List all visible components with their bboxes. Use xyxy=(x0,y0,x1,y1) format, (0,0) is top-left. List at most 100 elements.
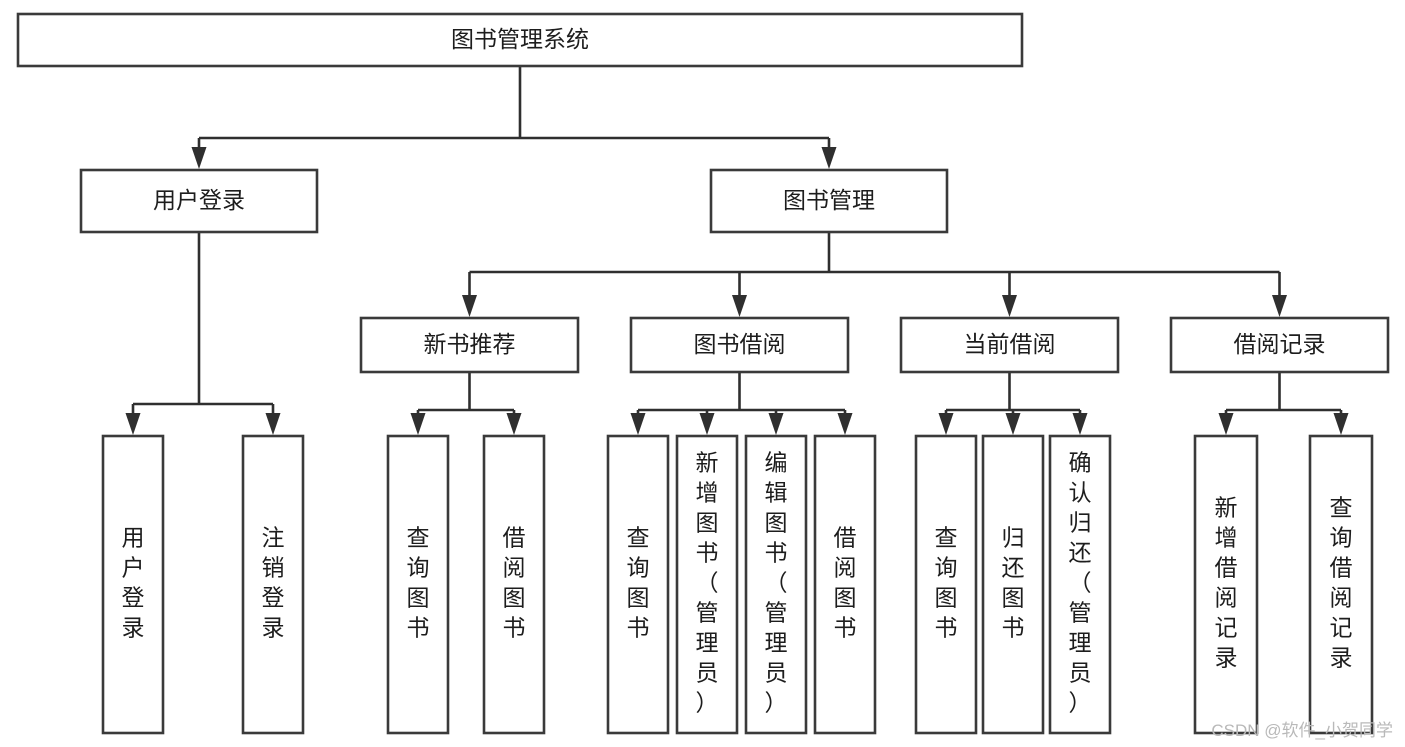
node-root[interactable]: 图书管理系统 xyxy=(16,12,1024,68)
arrow-head-icon xyxy=(1072,413,1088,435)
node-label-char: 员 xyxy=(696,660,719,686)
node-box xyxy=(899,316,1120,374)
node-label-char: 理 xyxy=(765,630,788,656)
node-label-char: 图 xyxy=(1002,585,1025,611)
node-label-char: 图 xyxy=(834,585,857,611)
node-label-char: 阅 xyxy=(834,555,857,581)
node-label-char: 查 xyxy=(935,525,958,551)
node-label-char: 书 xyxy=(627,615,650,641)
arrow-head-icon xyxy=(768,413,784,435)
node-label-char: 阅 xyxy=(503,555,526,581)
node-label-char: 借 xyxy=(1215,555,1238,581)
node-current-borrow[interactable]: 当前借阅 xyxy=(899,316,1120,374)
arrow-head-icon xyxy=(1218,413,1234,435)
node-label-char: 用 xyxy=(122,525,145,551)
node-label-char: 借 xyxy=(834,525,857,551)
node-box xyxy=(1193,434,1259,735)
node-borrow-record[interactable]: 借阅记录 xyxy=(1169,316,1390,374)
node-label-char: 图 xyxy=(935,585,958,611)
node-box xyxy=(482,434,546,735)
arrow-head-icon xyxy=(506,413,522,435)
arrow-head-icon xyxy=(191,147,207,169)
node-label-char: 记 xyxy=(1215,615,1238,641)
node-label-char: 图 xyxy=(407,585,430,611)
node-box xyxy=(744,434,808,735)
arrow-head-icon xyxy=(462,295,477,317)
node-label-char: 询 xyxy=(935,555,958,581)
node-label-char: 管 xyxy=(696,600,719,626)
node-user-login[interactable]: 用户登录 xyxy=(79,168,319,234)
node-label-char: 阅 xyxy=(1215,585,1238,611)
node-label-char: 管 xyxy=(765,600,788,626)
node-label-char: 图 xyxy=(696,510,719,536)
arrow-head-icon xyxy=(1002,295,1017,317)
node-box xyxy=(606,434,670,735)
node-label-char: 理 xyxy=(696,630,719,656)
node-label-char: 书 xyxy=(696,540,719,566)
node-label: 新书推荐 xyxy=(424,331,516,357)
node-box xyxy=(241,434,305,735)
node-label-char: 查 xyxy=(407,525,430,551)
node-book-borrow[interactable]: 图书借阅 xyxy=(629,316,850,374)
node-label-char: 新 xyxy=(696,450,719,476)
node-label-char: 录 xyxy=(1330,645,1353,671)
node-label-char: 增 xyxy=(1215,525,1238,551)
node-label-char: 记 xyxy=(1330,615,1353,641)
node-label-char: 借 xyxy=(503,525,526,551)
node-box xyxy=(1048,434,1112,735)
node-label-char: 理 xyxy=(1069,630,1092,656)
node-label-char: 归 xyxy=(1002,525,1025,551)
node-label-char: 户 xyxy=(122,555,145,581)
arrow-head-icon xyxy=(938,413,954,435)
node-label-char: 书 xyxy=(834,615,857,641)
node-label-char: 销 xyxy=(262,555,285,581)
node-label-char: 询 xyxy=(407,555,430,581)
node-label-char: 登 xyxy=(262,585,285,611)
node-label-char: 书 xyxy=(503,615,526,641)
node-label-char: ） xyxy=(765,690,788,716)
node-new-book-recommend[interactable]: 新书推荐 xyxy=(359,316,580,374)
arrow-head-icon xyxy=(1333,413,1349,435)
node-label-char: 书 xyxy=(1002,615,1025,641)
node-label-char: 查 xyxy=(627,525,650,551)
arrow-head-icon xyxy=(1272,295,1287,317)
node-label-char: （ xyxy=(765,570,788,596)
node-label-char: 新 xyxy=(1215,495,1238,521)
node-label-char: 员 xyxy=(765,660,788,686)
node-label-char: 询 xyxy=(1330,525,1353,551)
node-label-char: ） xyxy=(696,690,719,716)
node-leaf-user-login[interactable]: 用户登录 xyxy=(101,434,165,735)
connector-layer xyxy=(125,66,1349,435)
arrow-head-icon xyxy=(410,413,426,435)
node-label: 借阅记录 xyxy=(1234,331,1326,357)
node-box xyxy=(813,434,877,735)
arrow-head-icon xyxy=(821,147,837,169)
node-label-char: 借 xyxy=(1330,555,1353,581)
node-book-manage[interactable]: 图书管理 xyxy=(709,168,949,234)
arrow-head-icon xyxy=(630,413,646,435)
arrow-head-icon xyxy=(732,295,747,317)
node-label-char: 查 xyxy=(1330,495,1353,521)
node-box xyxy=(1169,316,1390,374)
node-label-char: （ xyxy=(696,570,719,596)
node-label: 用户登录 xyxy=(153,187,245,213)
node-box xyxy=(709,168,949,234)
node-box xyxy=(629,316,850,374)
node-box xyxy=(1308,434,1374,735)
node-label-char: （ xyxy=(1069,570,1092,596)
node-label-char: 询 xyxy=(627,555,650,581)
node-label-char: ） xyxy=(1069,690,1092,716)
